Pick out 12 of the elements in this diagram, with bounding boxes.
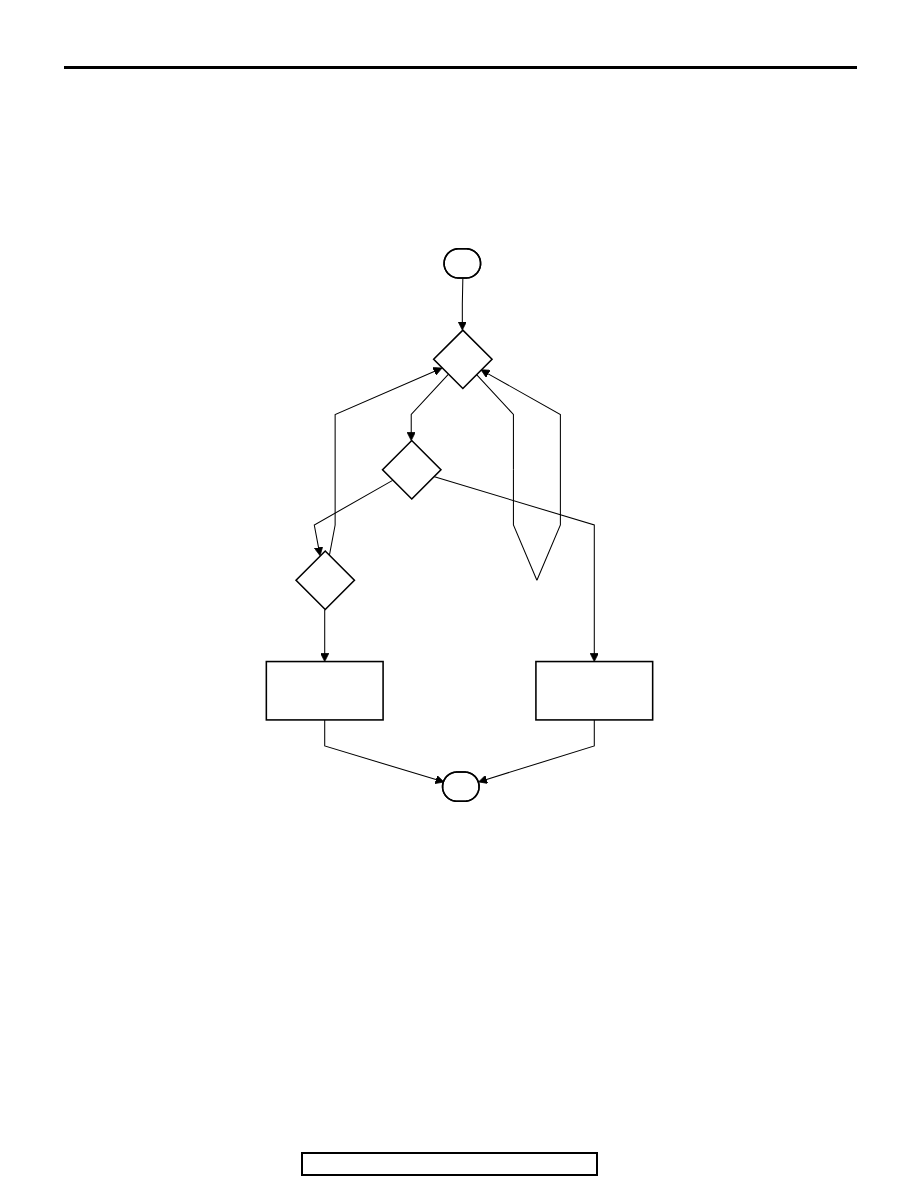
arrow bbox=[328, 367, 442, 557]
arrow bbox=[477, 719, 595, 784]
node-diamond bbox=[380, 439, 442, 501]
arrow bbox=[323, 719, 444, 784]
node-diamond bbox=[432, 328, 493, 390]
arrow bbox=[457, 277, 467, 331]
arrow bbox=[313, 479, 393, 557]
node-diamond bbox=[294, 549, 356, 611]
arrow bbox=[406, 373, 449, 441]
arrow bbox=[319, 608, 329, 662]
node-box bbox=[534, 660, 653, 721]
node-box bbox=[265, 660, 384, 721]
